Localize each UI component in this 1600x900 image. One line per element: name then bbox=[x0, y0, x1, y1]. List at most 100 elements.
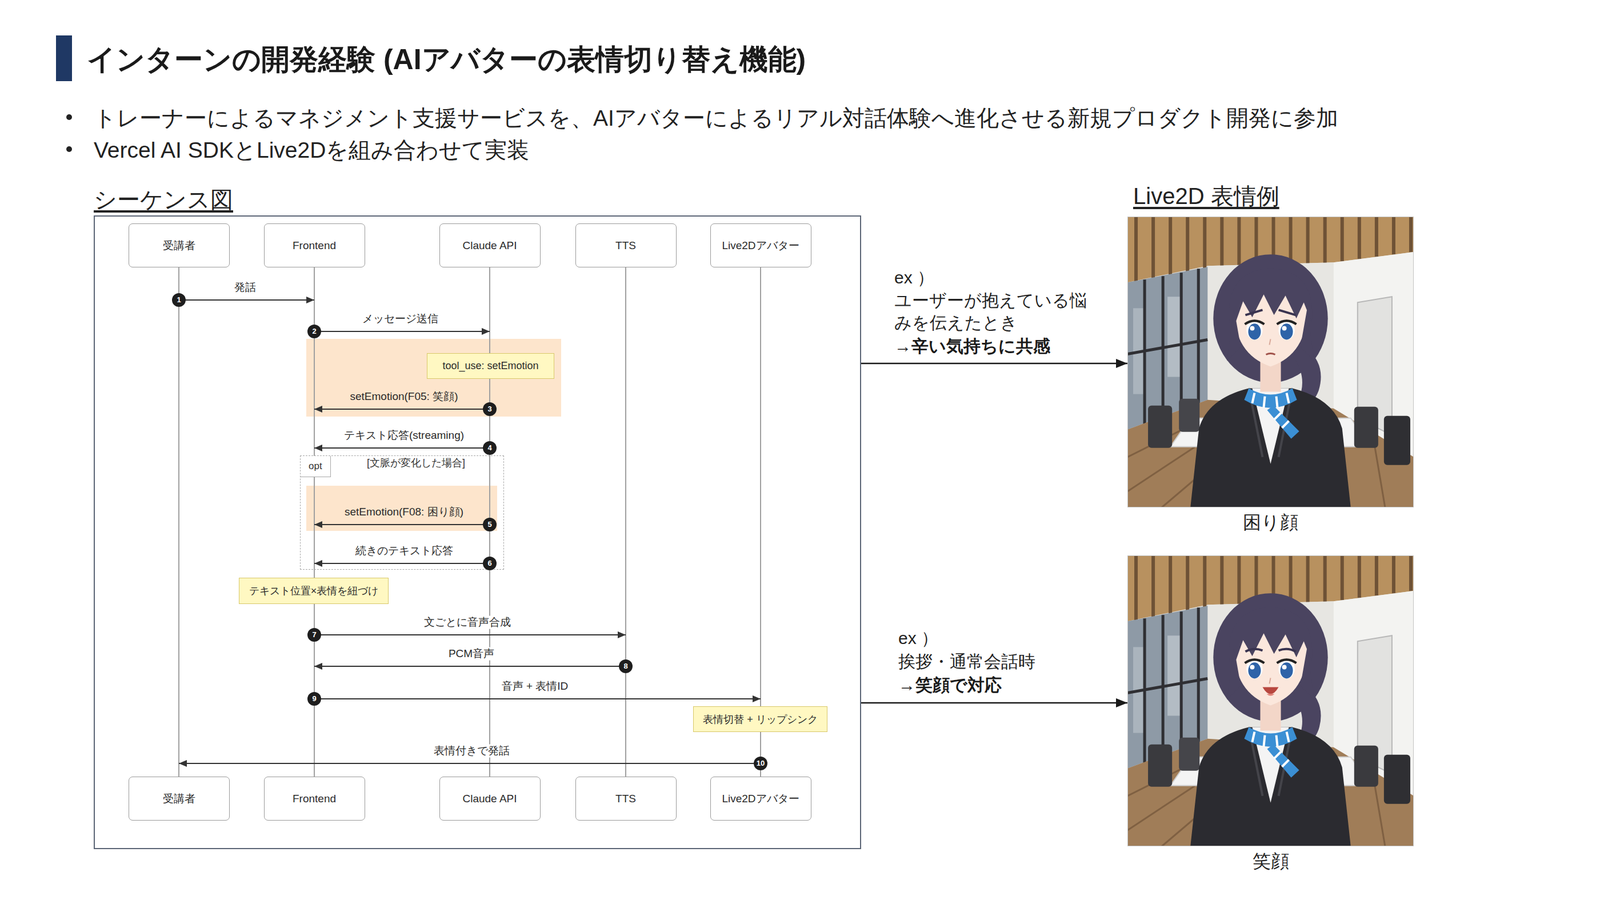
avatar-smile bbox=[1127, 555, 1414, 847]
slide-title: インターンの開発経験 (AIアバターの表情切り替え機能) bbox=[86, 42, 806, 77]
avatar-troubled-use-part bbox=[1190, 254, 1351, 508]
node-label: 受講者 bbox=[162, 791, 196, 807]
node-label: Live2Dアバター bbox=[721, 238, 799, 254]
callout-number: 9 bbox=[307, 692, 322, 706]
highlight-band bbox=[306, 338, 562, 417]
participant-box: Live2Dアバター bbox=[710, 776, 812, 821]
note-box: テキスト位置×表情を紐づけ bbox=[238, 577, 389, 604]
callout-number: 10 bbox=[753, 756, 768, 771]
message-arrow bbox=[314, 524, 490, 526]
message-label: 文ごとに音声合成 bbox=[421, 616, 514, 630]
node-label: 表情切替 + リップシンク bbox=[702, 712, 818, 727]
participant-box: Frontend bbox=[264, 776, 366, 821]
message-label: 表情付きで発話 bbox=[431, 744, 512, 758]
message-label: 発話 bbox=[232, 281, 259, 295]
title-bar bbox=[56, 35, 72, 82]
node-label: テキスト位置×表情を紐づけ bbox=[249, 584, 379, 598]
avatar-smile-use-part bbox=[1127, 555, 1414, 847]
node-label: Claude API bbox=[462, 792, 517, 806]
participant-box: Claude API bbox=[439, 223, 541, 268]
message-arrow bbox=[314, 408, 490, 410]
avatar-troubled-path-part bbox=[1265, 353, 1275, 355]
participant-box: 受講者 bbox=[128, 776, 230, 821]
callout-number: 1 bbox=[172, 293, 186, 307]
message-arrow bbox=[314, 330, 490, 332]
avatar-smile-path-part bbox=[1262, 686, 1279, 694]
node-label: 受講者 bbox=[162, 238, 196, 254]
node-label: Frontend bbox=[292, 792, 336, 806]
bullet-dot bbox=[66, 146, 72, 152]
message-arrow bbox=[178, 762, 761, 764]
message-arrow bbox=[314, 447, 490, 449]
participant-box: Live2Dアバター bbox=[710, 223, 812, 268]
node-label: Frontend bbox=[292, 239, 336, 252]
message-label: メッセージ送信 bbox=[360, 312, 441, 326]
avatar-image: 困り顔 bbox=[1127, 216, 1414, 508]
callout-number: 2 bbox=[307, 324, 322, 339]
note-box: 表情切替 + リップシンク bbox=[693, 706, 828, 732]
example-tag: ex ） bbox=[898, 626, 939, 650]
image-caption: 困り顔 bbox=[1128, 511, 1414, 534]
lifelines bbox=[178, 267, 761, 777]
participant-box: TTS bbox=[575, 776, 677, 821]
section-heading: Live2D 表情例 bbox=[1133, 182, 1280, 210]
example-tag: ex ） bbox=[894, 266, 935, 289]
example-result: →笑顔で対応 bbox=[898, 673, 1002, 696]
callout-number: 7 bbox=[307, 628, 322, 642]
example-arrow bbox=[861, 702, 1128, 704]
message-label: 音声 + 表情ID bbox=[499, 680, 571, 694]
avatar-smile-path-part bbox=[1266, 693, 1275, 696]
callout-number: 3 bbox=[482, 402, 497, 416]
bullet-dot bbox=[66, 114, 72, 120]
avatar-troubled-path-part bbox=[1245, 309, 1296, 315]
message-arrow bbox=[178, 299, 315, 301]
example-result: →辛い気持ちに共感 bbox=[894, 334, 1051, 358]
image-caption: 笑顔 bbox=[1128, 850, 1414, 872]
message-label: テキスト応答(streaming) bbox=[341, 429, 467, 443]
section-heading: シーケンス図 bbox=[93, 185, 234, 214]
participant-box: TTS bbox=[575, 223, 677, 268]
message-label: setEmotion(F08: 困り顔) bbox=[342, 505, 466, 519]
message-label: setEmotion(F05: 笑顔) bbox=[348, 390, 461, 404]
node-label: Live2Dアバター bbox=[721, 791, 799, 807]
example-text: ユーザーが抱えている悩みを伝えたとき bbox=[894, 289, 1092, 334]
example-text: 挨拶・通常会話時 bbox=[898, 650, 1036, 673]
lifelines-line-part bbox=[178, 267, 180, 777]
avatar-smile-path-part bbox=[1245, 649, 1296, 652]
avatar-smile-use-part bbox=[1190, 593, 1351, 847]
message-arrow bbox=[314, 698, 761, 700]
bullet-text: トレーナーによるマネジメント支援サービスを、AIアバターによるリアル対話体験へ進… bbox=[93, 104, 1339, 134]
guard-condition: [文脈が変化した場合] bbox=[365, 457, 467, 470]
fragment-tag: opt bbox=[300, 456, 331, 478]
node-label: Claude API bbox=[462, 239, 517, 252]
avatar-troubled bbox=[1127, 216, 1414, 508]
message-arrow bbox=[314, 665, 626, 667]
avatar-image: 笑顔 bbox=[1127, 555, 1414, 847]
node-label: tool_use: setEmotion bbox=[442, 360, 539, 372]
callout-number: 5 bbox=[482, 517, 497, 532]
participant-box: 受講者 bbox=[128, 223, 230, 268]
participant-box: Claude API bbox=[439, 776, 541, 821]
lifelines-line-part bbox=[625, 267, 627, 777]
node-label: TTS bbox=[615, 239, 636, 252]
message-arrow bbox=[314, 562, 490, 564]
participant-box: Frontend bbox=[264, 223, 366, 268]
message-arrow bbox=[314, 634, 626, 636]
callout-number: 8 bbox=[618, 659, 633, 674]
avatar-troubled-use-part bbox=[1127, 216, 1414, 508]
callout-number: 6 bbox=[482, 556, 497, 571]
lifelines-line-part bbox=[760, 267, 762, 777]
note-box: tool_use: setEmotion bbox=[426, 353, 555, 379]
callout-number: 4 bbox=[482, 441, 497, 455]
message-label: 続きのテキスト応答 bbox=[353, 544, 456, 558]
bullet-text: Vercel AI SDKとLive2Dを組み合わせて実装 bbox=[93, 136, 530, 166]
highlight-band bbox=[306, 485, 498, 531]
example-arrow bbox=[861, 362, 1128, 365]
message-label: PCM音声 bbox=[446, 647, 497, 661]
node-label: TTS bbox=[615, 792, 636, 806]
